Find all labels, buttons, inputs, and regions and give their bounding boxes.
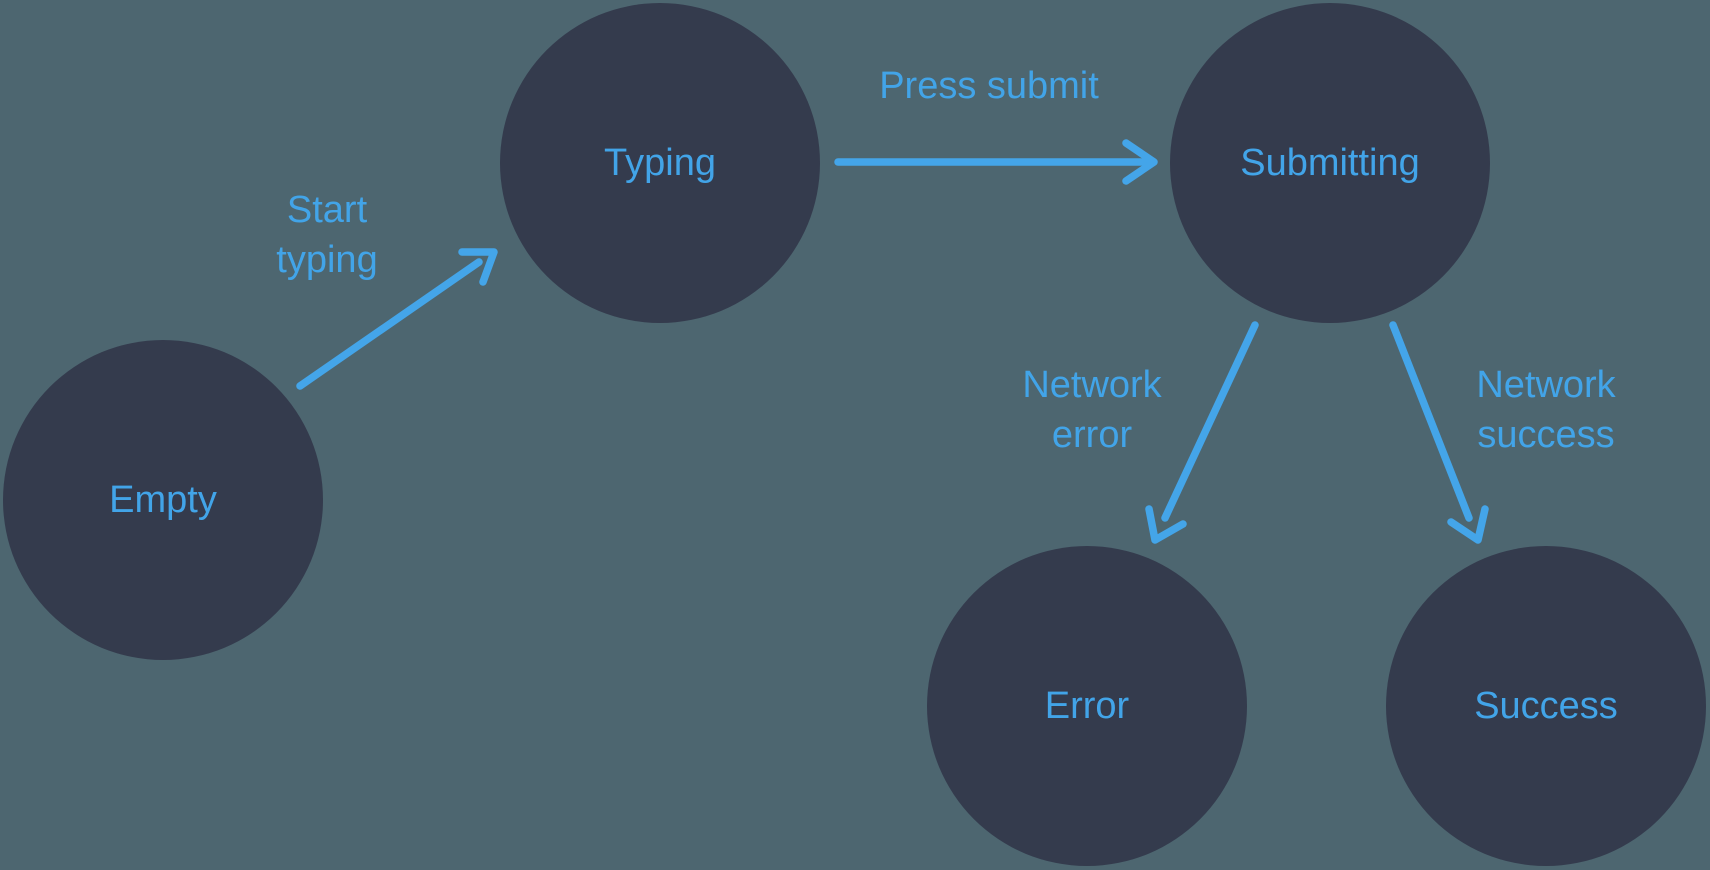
transition-label-press-submit: Press submit (879, 61, 1099, 111)
state-typing-label: Typing (604, 142, 716, 184)
arrow-network-success-shaft (1389, 321, 1473, 522)
transition-label-line: Press submit (879, 65, 1099, 107)
arrow-start-typing (296, 248, 498, 390)
arrow-start-typing-shaft (296, 258, 483, 390)
transition-label-line: success (1477, 414, 1615, 456)
transition-label-line: Network (1022, 364, 1162, 406)
arrowhead-icon (1447, 505, 1489, 544)
state-success-label: Success (1474, 685, 1618, 727)
state-success: Success (1386, 546, 1706, 866)
state-empty: Empty (3, 340, 323, 660)
transition-label-network-success: Network success (1476, 360, 1615, 460)
transition-label-start-typing: Start typing (276, 185, 377, 285)
transition-label-network-error: Network error (1022, 360, 1161, 460)
arrow-press-submit (834, 139, 1158, 185)
state-submitting-label: Submitting (1240, 142, 1420, 184)
arrowhead-icon (1122, 139, 1158, 185)
transition-label-line: error (1051, 414, 1133, 456)
state-submitting: Submitting (1170, 3, 1490, 323)
arrowhead-icon (458, 248, 498, 286)
arrowhead-icon (1145, 505, 1187, 544)
state-error-label: Error (1044, 685, 1130, 727)
arrow-network-success (1389, 321, 1489, 544)
transition-label-line: Network (1476, 364, 1616, 406)
arrow-network-error (1145, 321, 1259, 544)
transition-label-line: Start (286, 189, 368, 231)
state-typing: Typing (500, 3, 820, 323)
arrow-network-error-shaft (1161, 321, 1259, 522)
transition-label-line: typing (276, 239, 378, 281)
state-error: Error (927, 546, 1247, 866)
state-empty-label: Empty (109, 479, 217, 521)
